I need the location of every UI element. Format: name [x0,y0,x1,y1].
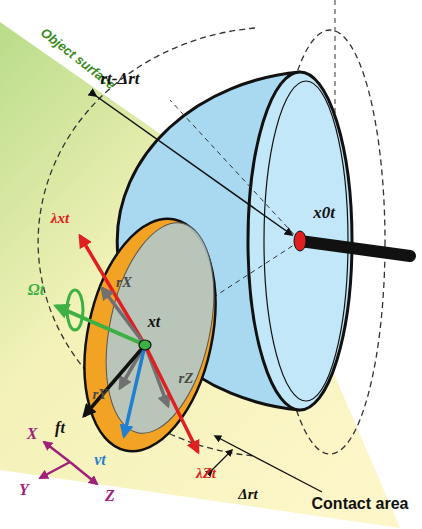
force-label: λxt [51,211,69,226]
leader-line [215,436,322,492]
center-label: x0t [313,204,335,221]
point-label: xt [148,314,160,330]
area-label: Contact area [312,496,409,512]
y-axis [40,462,70,478]
axis-label: Y [19,482,29,498]
axis-label: X [27,426,38,442]
velocity-arrow [124,345,145,436]
z-axis [70,462,97,484]
contact-area [65,207,235,464]
center-dot [294,231,306,251]
x-axis [44,442,70,462]
rx-arrow [102,288,145,345]
vector-label: rY [93,387,108,402]
delta-label: Δrt [238,487,257,502]
sensor-shaft [300,241,410,256]
omega-label: Ωt [28,282,44,298]
object-plane [0,22,400,528]
radius-arrow [96,96,292,235]
force-label: λZt [196,466,216,481]
vector-label: rZ [179,371,194,386]
velocity-label: vt [94,452,106,468]
contact-point [139,340,151,350]
radius-guide [170,100,300,241]
radius-label: rt-Δrt [101,70,140,87]
force-z-arrow [145,345,198,452]
vector-label: rX [116,275,132,290]
force-label: ft [55,420,65,436]
axis-label: Z [105,488,115,504]
